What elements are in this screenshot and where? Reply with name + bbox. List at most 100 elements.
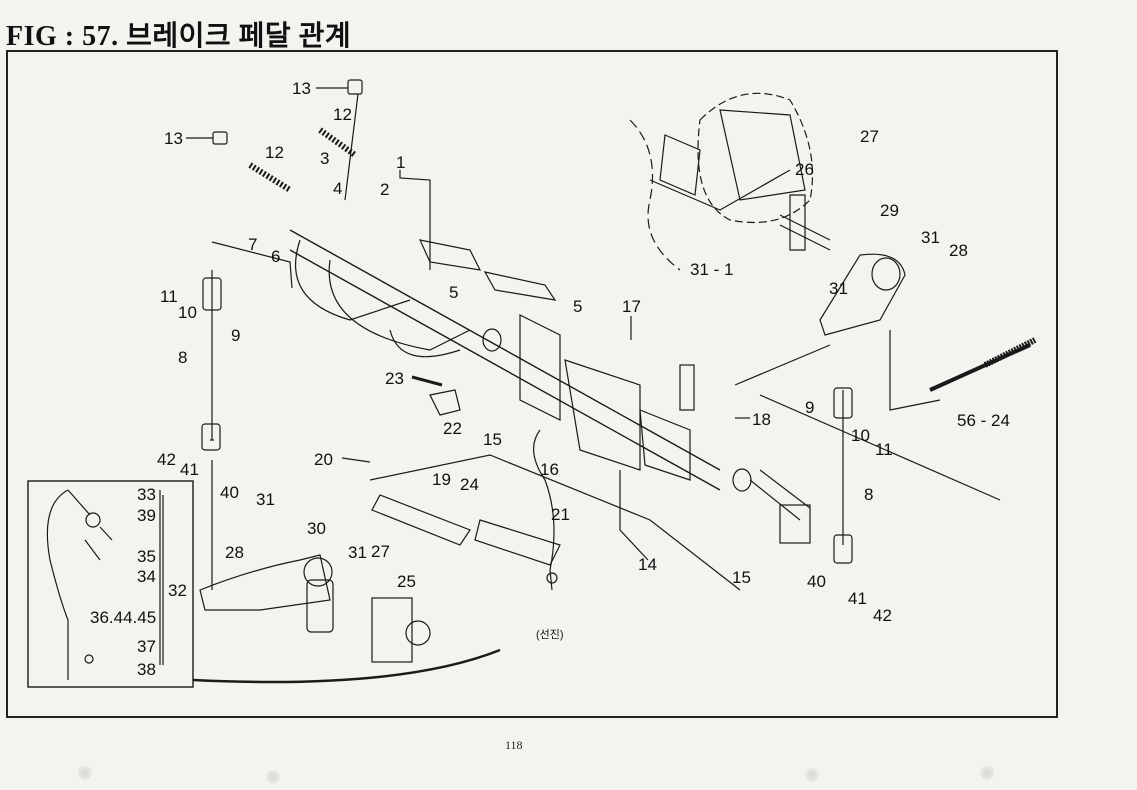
callout-12a: 12 xyxy=(265,143,284,162)
callout-41b: 41 xyxy=(848,589,867,608)
callout-31-1: 31 - 1 xyxy=(690,260,733,279)
bracket-mid xyxy=(564,359,641,471)
bracket-right xyxy=(639,409,691,481)
callout-26: 26 xyxy=(795,160,814,179)
callout-22: 22 xyxy=(443,419,462,438)
engine-tie xyxy=(649,169,791,211)
callout-31a: 31 xyxy=(256,490,275,509)
callout-1: 1 xyxy=(396,153,405,172)
flange-26 xyxy=(789,194,806,251)
turnbuckle-thread xyxy=(983,337,1037,368)
stain-mark xyxy=(78,766,92,780)
boss-25 xyxy=(405,620,431,646)
plate-25 xyxy=(371,597,413,663)
plug-13b-line xyxy=(344,93,359,201)
callout-40a: 40 xyxy=(220,483,239,502)
callout-3: 3 xyxy=(320,149,329,168)
callout-18: 18 xyxy=(752,410,771,429)
left-yoke-upper xyxy=(202,277,222,311)
callout-42b: 42 xyxy=(873,606,892,625)
main-shaft-2 xyxy=(289,249,721,491)
bolt-23 xyxy=(411,375,443,387)
plug-13b xyxy=(347,79,363,95)
spring-12b xyxy=(318,127,357,158)
part-22 xyxy=(429,389,461,416)
bracket-30-stem xyxy=(306,579,334,633)
callout-13b: 13 xyxy=(292,79,311,98)
pedal-arm-right xyxy=(328,259,471,351)
callout-25: 25 xyxy=(397,572,416,591)
callout-2: 2 xyxy=(380,180,389,199)
right-yoke-lower xyxy=(833,534,853,564)
right-link xyxy=(889,330,941,411)
callout-28b: 28 xyxy=(949,241,968,260)
callout-42a: 42 xyxy=(157,450,176,469)
inset-bolt xyxy=(85,512,101,528)
callout-27b: 27 xyxy=(860,127,879,146)
callout-4: 4 xyxy=(333,179,342,198)
callout-41a: 41 xyxy=(180,460,199,479)
inset-arm xyxy=(67,489,91,516)
shaft-end-plate xyxy=(779,504,811,544)
lever-29 xyxy=(819,253,906,336)
pedal-arm-lower xyxy=(389,329,461,358)
callout-24: 24 xyxy=(460,475,479,494)
callout-28a: 28 xyxy=(225,543,244,562)
stain-mark xyxy=(266,770,280,784)
engine-bracket xyxy=(659,134,701,196)
callout-8b: 8 xyxy=(864,485,873,504)
cable-note: (선진) xyxy=(536,628,564,641)
callout-56-24: 56 - 24 xyxy=(957,411,1010,430)
inset-box xyxy=(27,480,194,688)
callout-31c: 31 xyxy=(921,228,940,247)
callout-31d: 31 xyxy=(829,279,848,298)
callout-32: 32 xyxy=(168,581,187,600)
arm-tab xyxy=(679,364,695,411)
callout-38: 38 xyxy=(137,660,156,679)
callout-33: 33 xyxy=(137,485,156,504)
callout-9b: 9 xyxy=(805,398,814,417)
figure-title: FIG : 57. 브레이크 페달 관계 xyxy=(6,21,352,52)
callout-9a: 9 xyxy=(231,326,240,345)
pedal-pad-5b xyxy=(483,271,557,301)
bracket-30-boss xyxy=(303,557,333,587)
stain-mark xyxy=(980,766,994,780)
left-rod xyxy=(210,270,214,590)
cable-end xyxy=(546,572,558,584)
leader-14 xyxy=(619,470,649,561)
right-yoke-upper xyxy=(833,387,853,419)
callout-39: 39 xyxy=(137,506,156,525)
callout-29: 29 xyxy=(880,201,899,220)
left-bracket-line xyxy=(211,241,293,289)
bushing-15b xyxy=(732,468,752,492)
bushing-15a xyxy=(482,328,502,352)
engine-side xyxy=(629,119,681,271)
left-yoke-lower xyxy=(201,423,221,451)
hub-29 xyxy=(871,257,901,291)
right-rod xyxy=(734,344,1001,501)
callout-34: 34 xyxy=(137,567,156,586)
callout-7: 7 xyxy=(248,235,257,254)
callout-37: 37 xyxy=(137,637,156,656)
callout-11b: 11 xyxy=(875,440,893,459)
callout-15a: 15 xyxy=(483,430,502,449)
callout-6: 6 xyxy=(271,247,280,266)
callout-19: 19 xyxy=(432,470,451,489)
bracket-30 xyxy=(199,554,331,611)
callout-20: 20 xyxy=(314,450,333,469)
callout-31b: 31 xyxy=(348,543,367,562)
callout-13a: 13 xyxy=(164,129,183,148)
shaft-right xyxy=(749,469,811,521)
callout-10a: 10 xyxy=(178,303,197,322)
callout-27a: 27 xyxy=(371,542,390,561)
callout-30: 30 xyxy=(307,519,326,538)
callout-15b: 15 xyxy=(732,568,751,587)
leader-1 xyxy=(399,170,431,270)
inset-cable xyxy=(46,489,69,680)
main-shaft xyxy=(289,229,721,471)
leader-20 xyxy=(341,457,371,463)
bracket-left xyxy=(519,314,561,421)
lever-19 xyxy=(371,494,471,546)
